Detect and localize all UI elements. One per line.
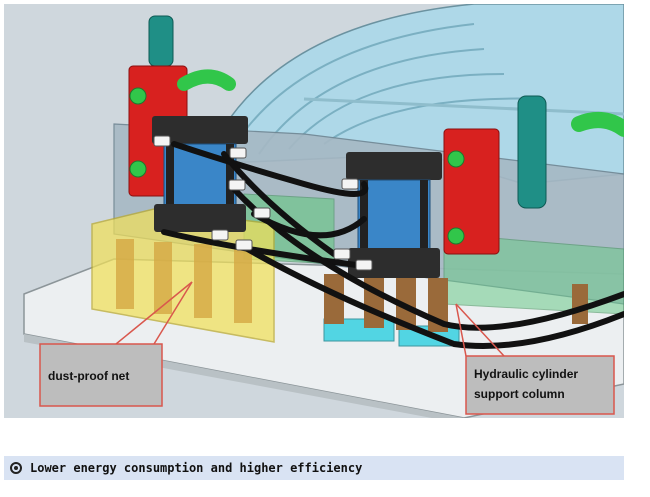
cylinder-callout [465,355,615,415]
dust-net-label: dust-proof net [48,369,129,383]
callout-leader [455,303,505,357]
valve-fitting [129,160,147,178]
support-column [572,284,588,324]
valve-fitting [447,227,465,245]
valve-fitting [129,87,147,105]
hose-fittings [153,135,373,271]
teal-post [148,15,174,67]
caption-bar: Lower energy consumption and higher effi… [4,456,624,480]
cylinder-top-cap [346,152,442,180]
support-column [324,274,344,324]
green-pipe [571,112,624,137]
cylinder-tie-rod [226,144,234,206]
callout-leader [115,281,193,345]
bullseye-icon [10,462,22,474]
machine-diagram: dust-proof net Hydraulic cylinder suppor… [4,4,624,418]
cylinder-bottom-cap [154,204,246,232]
support-rod [116,239,134,309]
caption-text: Lower energy consumption and higher effi… [30,461,363,475]
support-rod [154,242,172,314]
cylinder-tie-rod [360,180,368,250]
cylinder-tie-rod [420,180,428,250]
dome-rib [258,48,485,155]
support-rod [234,247,252,323]
cylinder-label-line1: Hydraulic cylinder [474,367,578,381]
dome-frame [303,97,624,116]
hydraulic-cylinder-right [357,179,431,251]
callout-leader [153,281,193,345]
valve-fitting [447,150,465,168]
cylinder-top-cap [152,116,248,144]
cylinder-tie-rod [166,144,174,206]
green-pipe [177,69,236,91]
cylinder-label-line2: support column [474,387,565,401]
callout-leader [455,303,467,357]
dust-net-callout [39,343,163,407]
dust-proof-net-box [91,208,275,343]
teal-post [517,95,547,209]
dome-rib [288,73,505,150]
support-rod [194,244,212,318]
cylinder-bottom-cap [348,248,440,278]
dome-rib [323,97,545,145]
